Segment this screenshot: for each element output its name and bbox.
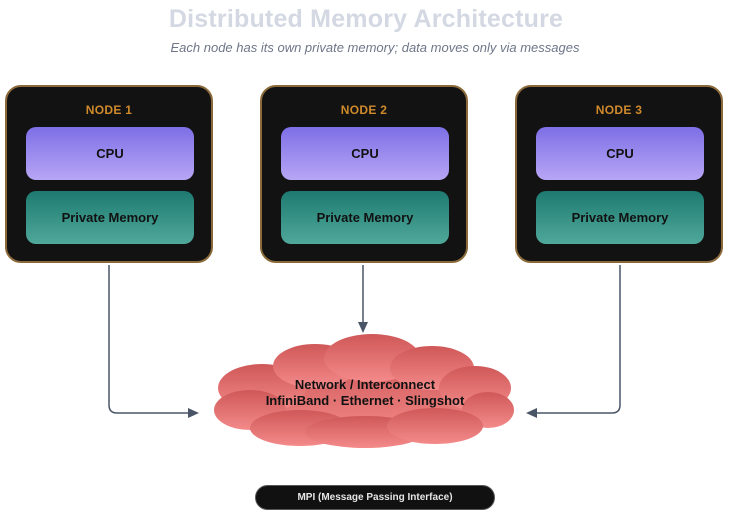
node-1-arrowhead bbox=[188, 408, 199, 418]
node-1: NODE 1 CPU Private Memory bbox=[5, 85, 213, 263]
node-1-memory: Private Memory bbox=[26, 191, 194, 244]
node-1-label: NODE 1 bbox=[85, 103, 133, 117]
node-3-connector bbox=[536, 265, 621, 414]
node-1-cpu: CPU bbox=[26, 127, 194, 180]
diagram-title: Distributed Memory Architecture bbox=[168, 5, 564, 33]
node-1-connector bbox=[108, 265, 190, 414]
mpi-badge: MPI (Message Passing Interface) bbox=[255, 485, 495, 510]
node-3: NODE 3 CPU Private Memory bbox=[515, 85, 723, 263]
network-cloud bbox=[214, 334, 514, 448]
node-3-memory: Private Memory bbox=[536, 191, 704, 244]
node-2-memory: Private Memory bbox=[281, 191, 449, 244]
network-label-line1: Network / Interconnect bbox=[294, 377, 436, 392]
node-2: NODE 2 CPU Private Memory bbox=[260, 85, 468, 263]
node-2-label: NODE 2 bbox=[340, 103, 388, 117]
node-3-arrowhead bbox=[526, 408, 537, 418]
network-label: Network / Interconnect InfiniBand · Ethe… bbox=[220, 377, 510, 409]
network-label-line2: InfiniBand · Ethernet · Slingshot bbox=[265, 393, 465, 408]
node-2-arrowhead bbox=[358, 322, 368, 333]
node-2-cpu: CPU bbox=[281, 127, 449, 180]
diagram-subtitle: Each node has its own private memory; da… bbox=[170, 40, 580, 55]
node-3-label: NODE 3 bbox=[595, 103, 643, 117]
node-3-cpu: CPU bbox=[536, 127, 704, 180]
